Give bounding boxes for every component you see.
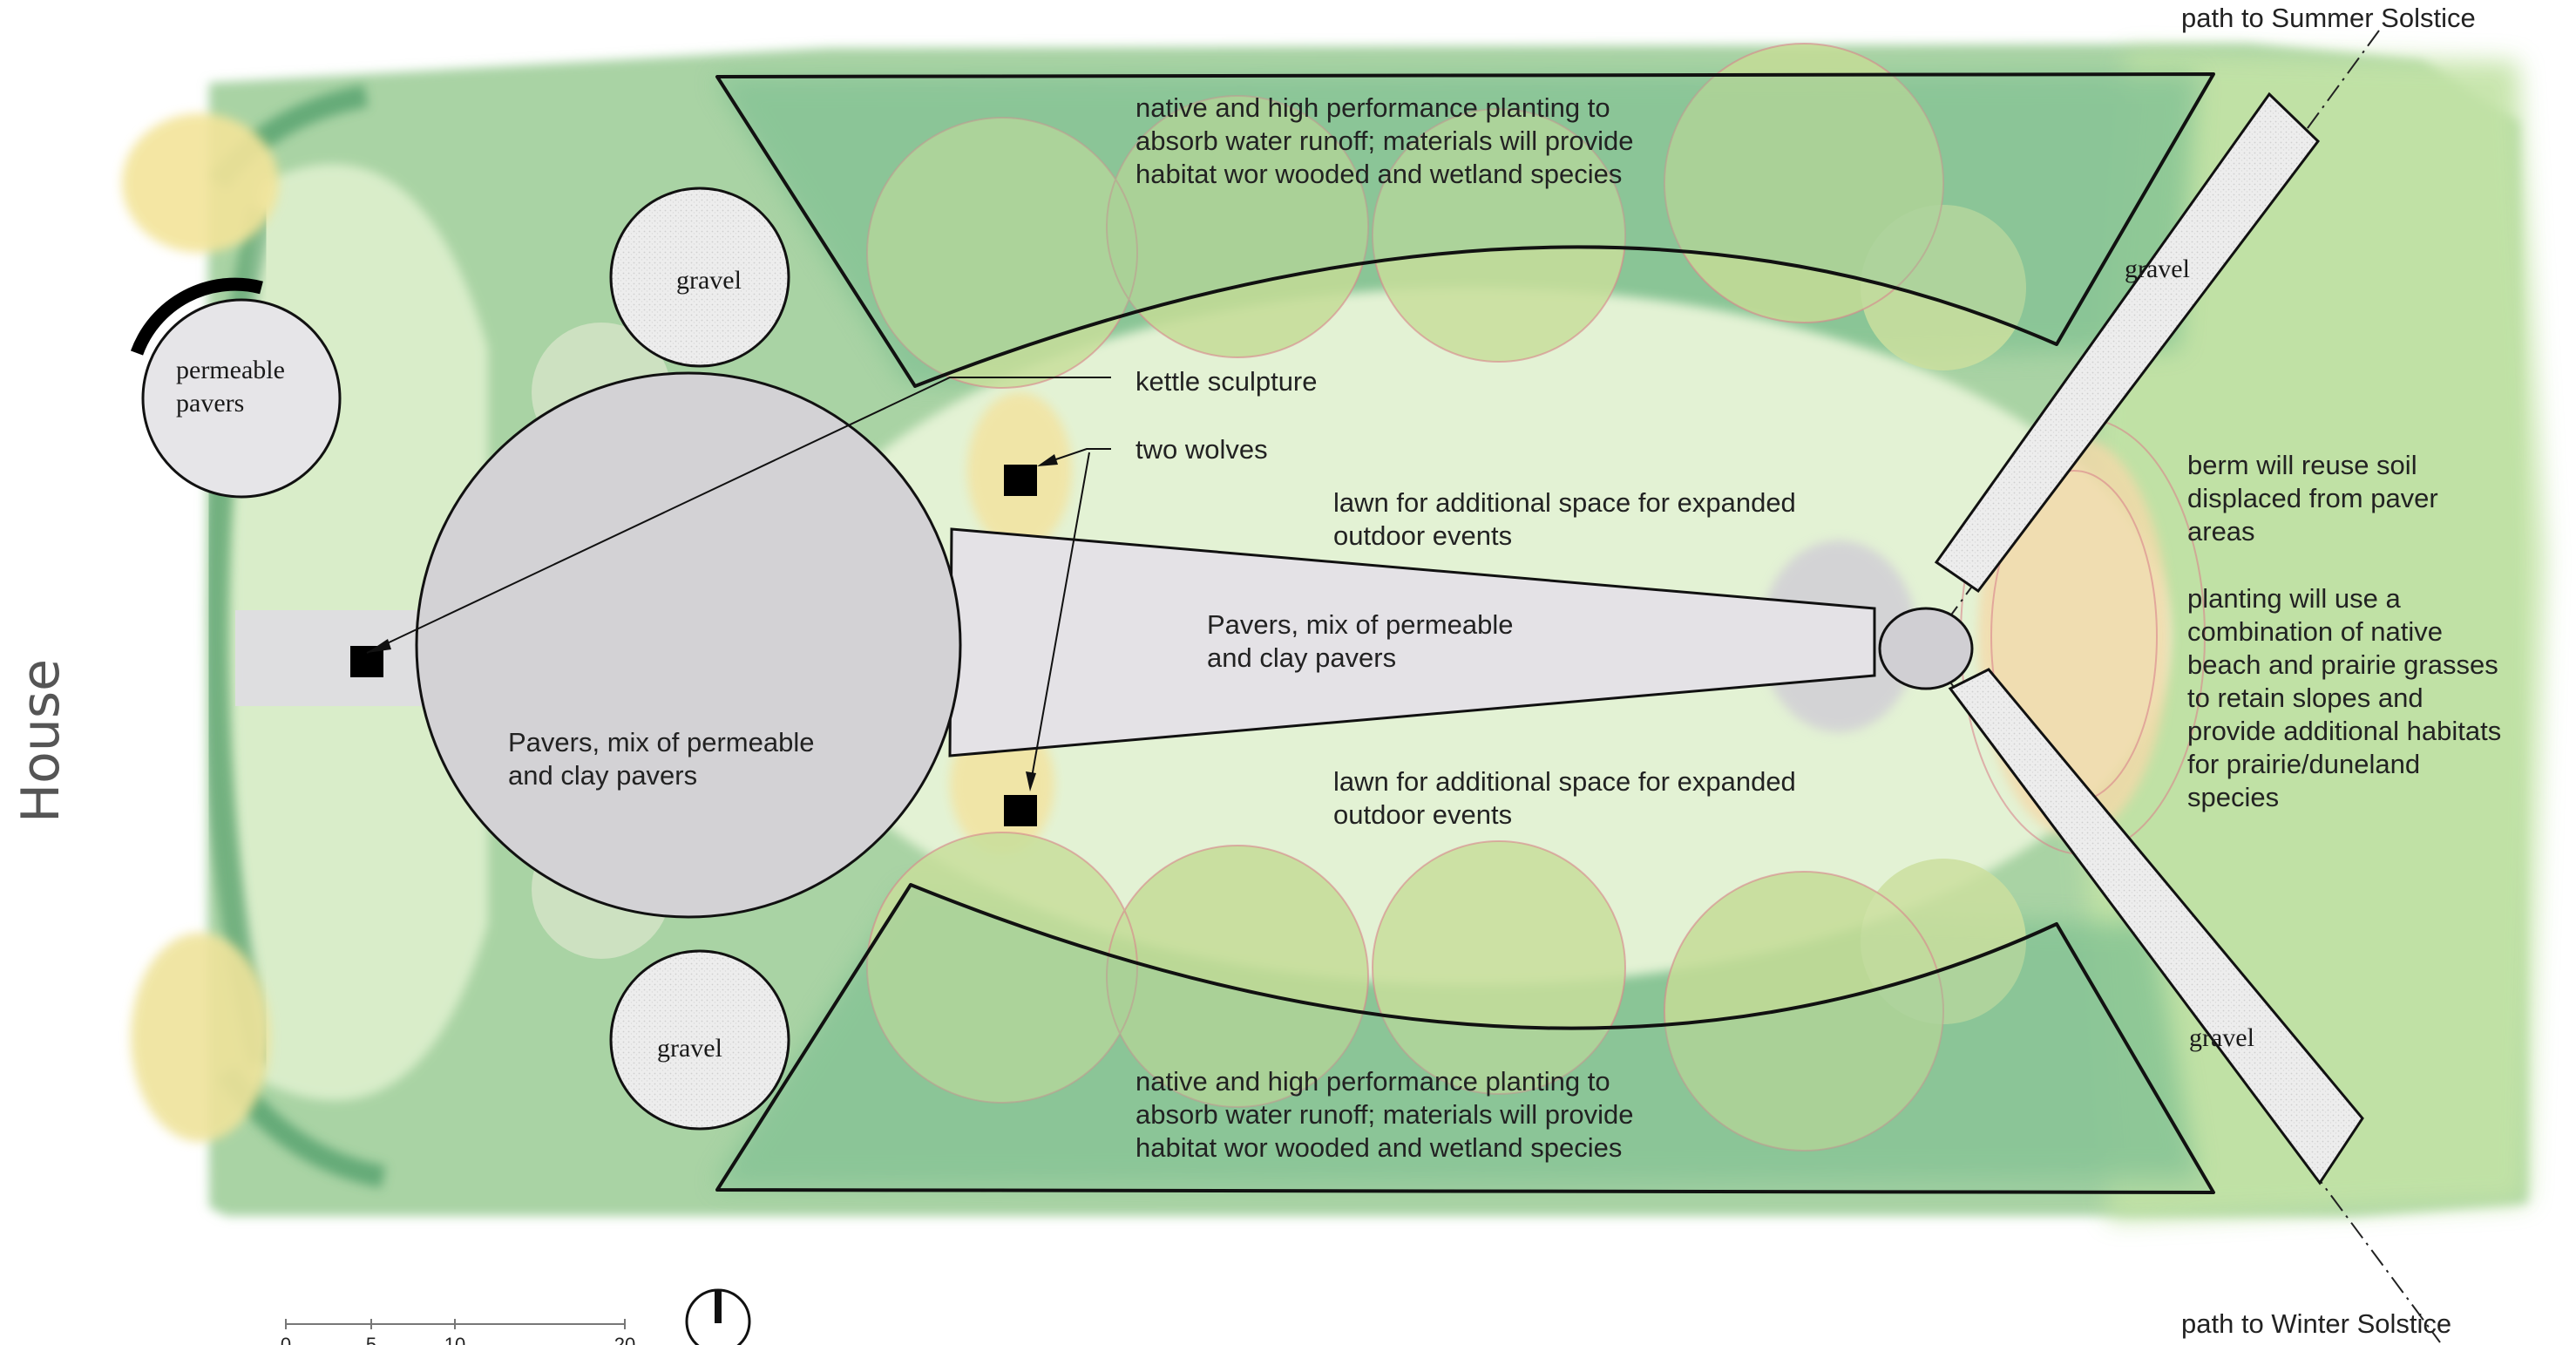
gravel-circle-north [609,187,790,368]
svg-text:to retain slopes and: to retain slopes and [2187,683,2423,713]
planting-bed-south [715,883,2215,1194]
svg-text:berm will reuse soil: berm will reuse soil [2187,450,2417,480]
svg-text:absorb water runoff; materials: absorb water runoff; materials will prov… [1135,1099,1633,1130]
svg-text:and clay pavers: and clay pavers [1207,642,1396,673]
svg-text:provide additional habitats: provide additional habitats [2187,716,2501,746]
gravel-label-circle-north: gravel [676,266,742,295]
svg-text:absorb water runoff; materials: absorb water runoff; materials will prov… [1135,126,1633,156]
gravel-path-south [1948,668,2364,1185]
scale-tick-5: 5 [366,1334,376,1345]
planting-note-north: native and high performance planting to … [1135,92,1633,189]
permeable-pavers-label: permeable pavers [176,356,285,418]
two-wolves-label: two wolves [1135,434,1268,465]
lawn-note-south: lawn for additional space for expanded o… [1333,766,1796,830]
svg-text:for prairie/duneland: for prairie/duneland [2187,749,2420,779]
scale-bar: 0 5 10 20 [281,1319,635,1345]
summer-solstice-label: path to Summer Solstice [2181,3,2476,33]
svg-text:displaced from paver: displaced from paver [2187,483,2438,513]
svg-text:lawn for additional space for: lawn for additional space for expanded [1333,487,1796,518]
arrowheads [367,454,1058,791]
berm-note: berm will reuse soil displaced from pave… [2187,450,2438,547]
north-arrow-icon [685,1288,751,1345]
wolf-marker-north [1004,465,1037,496]
svg-text:and clay pavers: and clay pavers [508,760,697,791]
permeable-paver-circle [130,277,342,499]
svg-text:outdoor events: outdoor events [1333,520,1512,551]
gravel-label-circle-south: gravel [657,1034,722,1063]
scale-tick-0: 0 [281,1334,291,1345]
svg-text:native and high performance pl: native and high performance planting to [1135,92,1610,123]
svg-text:habitat wor wooded and wetland: habitat wor wooded and wetland species [1135,1132,1622,1163]
entry-walk [235,610,436,706]
gravel-circle-south [609,949,790,1131]
gravel-label-path-north: gravel [2125,255,2190,283]
plaza-pavers-label: Pavers, mix of permeable and clay pavers [508,727,814,791]
svg-text:permeable: permeable [176,356,285,384]
solstice-node [1878,607,1974,690]
svg-text:species: species [2187,782,2279,812]
scale-tick-10: 10 [444,1334,465,1345]
svg-text:Pavers, mix of permeable: Pavers, mix of permeable [508,727,814,757]
svg-text:planting will use a: planting will use a [2187,583,2401,614]
svg-text:habitat wor wooded and wetland: habitat wor wooded and wetland species [1135,159,1622,189]
gravel-label-path-south: gravel [2189,1023,2254,1052]
paver-plaza [415,371,962,919]
planting-strategy-note: planting will use a combination of nativ… [2187,583,2501,812]
gravel-path-north [1934,92,2320,594]
wolf-marker-south [1004,795,1037,826]
svg-text:areas: areas [2187,516,2255,547]
svg-text:outdoor events: outdoor events [1333,799,1512,830]
planting-note-south: native and high performance planting to … [1135,1066,1633,1163]
kettle-sculpture-label: kettle sculpture [1135,366,1318,397]
svg-text:lawn for additional space for: lawn for additional space for expanded [1333,766,1796,797]
promenade-pavers-label: Pavers, mix of permeable and clay pavers [1207,609,1513,673]
svg-text:native and high performance pl: native and high performance planting to [1135,1066,1610,1097]
svg-text:combination of native: combination of native [2187,616,2443,647]
svg-text:pavers: pavers [176,389,244,418]
planting-bed-north [715,72,2215,388]
svg-text:beach and prairie grasses: beach and prairie grasses [2187,649,2498,680]
scale-tick-20: 20 [614,1334,635,1345]
winter-solstice-label: path to Winter Solstice [2181,1308,2451,1339]
house-label: House [10,659,71,823]
lawn-note-north: lawn for additional space for expanded o… [1333,487,1796,551]
leader-lines [366,377,1111,788]
svg-text:Pavers, mix of permeable: Pavers, mix of permeable [1207,609,1513,640]
bench-arc [130,277,263,356]
